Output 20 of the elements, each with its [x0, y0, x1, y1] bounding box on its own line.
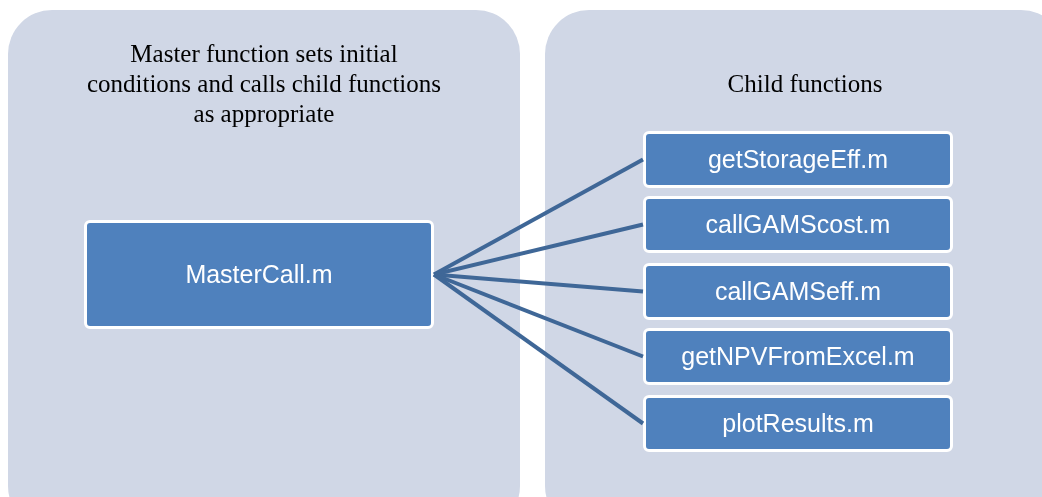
function-label: callGAMSeff.m — [714, 275, 882, 307]
panel-heading: Child functions — [726, 69, 884, 99]
connector-line — [433, 222, 644, 277]
function-label: plotResults.m — [722, 407, 874, 439]
function-box — [643, 263, 953, 320]
function-box — [643, 395, 953, 452]
function-box — [643, 196, 953, 253]
function-label: getStorageEff.m — [707, 143, 889, 175]
connector-line — [433, 157, 644, 277]
connector-line — [432, 272, 645, 426]
function-label: MasterCall.m — [185, 258, 333, 290]
function-box — [84, 220, 434, 329]
function-label: callGAMScost.m — [705, 208, 891, 240]
group-panel — [545, 10, 1042, 497]
function-box — [643, 131, 953, 188]
panel-heading: Master function sets initial conditions and calls child functions as appropriate — [85, 39, 443, 129]
function-label: getNPVFromExcel.m — [681, 340, 915, 372]
connector-line — [433, 272, 644, 359]
group-panel — [8, 10, 520, 497]
function-box — [643, 328, 953, 385]
